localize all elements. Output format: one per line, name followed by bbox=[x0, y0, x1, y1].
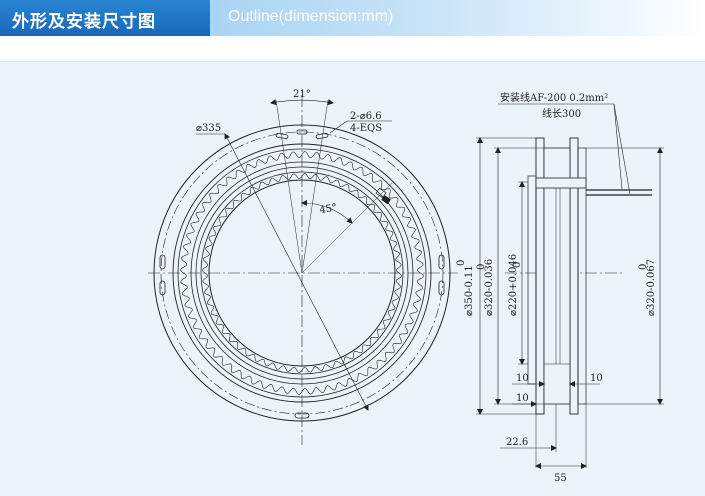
dim-350-label: ⌀350-0.11 bbox=[464, 265, 475, 316]
outer-flange-circle bbox=[153, 124, 451, 422]
wire-leader-1 bbox=[613, 103, 623, 190]
wire-spec-line1: 安装线AF-200 0.2mm² bbox=[500, 91, 608, 104]
dim-320a-tol-top: 0 bbox=[476, 264, 487, 270]
flange-slot-bottom bbox=[294, 412, 310, 419]
flange-slot-right-lower bbox=[438, 280, 445, 296]
header-title-english: Outline(dimension:mm) bbox=[228, 8, 394, 25]
angle-45-line bbox=[301, 182, 393, 274]
dim-10-left-upper-label: 10 bbox=[516, 373, 529, 384]
header-left-panel bbox=[0, 0, 210, 36]
header-title-chinese: 外形及安装尺寸图 bbox=[12, 12, 156, 32]
dia-335-leader bbox=[224, 133, 369, 411]
hole-spec-line1: 2-⌀6.6 bbox=[350, 111, 382, 122]
flange-slot-left bbox=[159, 254, 166, 270]
side-outer-step-right bbox=[577, 147, 587, 405]
hole-leader bbox=[329, 120, 348, 134]
angle-45-label: 45° bbox=[319, 202, 338, 216]
dim-220-label: ⌀220+0.046 bbox=[508, 254, 519, 316]
dim-55-label: 55 bbox=[554, 473, 567, 484]
dim-320a-label: ⌀320-0.036 bbox=[484, 259, 495, 316]
wire-leader-2 bbox=[613, 103, 631, 195]
flange-slot-right bbox=[438, 254, 445, 270]
wire-exit-boss bbox=[375, 187, 387, 199]
dim-22-6-label: 22.6 bbox=[506, 437, 528, 448]
side-core-body bbox=[543, 147, 571, 405]
dia-335-label: ⌀335 bbox=[196, 123, 221, 134]
side-view bbox=[476, 103, 664, 469]
flange-slot-left-lower bbox=[159, 280, 166, 296]
bolt-circle bbox=[160, 131, 444, 415]
header-divider bbox=[0, 61, 705, 62]
wire-spec-line2: 线长300 bbox=[542, 107, 581, 120]
dim-350-tol-top: 0 bbox=[456, 260, 467, 266]
header-right-panel bbox=[210, 0, 705, 36]
side-outer-step-left bbox=[527, 175, 537, 385]
wire-exit-boss-2 bbox=[381, 195, 391, 205]
header-bar: 外形及安装尺寸图 Outline(dimension:mm) bbox=[0, 0, 705, 36]
dim-320b-label: ⌀320-0.067 bbox=[646, 259, 657, 316]
side-wire-boss bbox=[535, 177, 587, 189]
angle-21-arc bbox=[270, 99, 334, 106]
dim-220-tol-bottom: 0 bbox=[512, 262, 523, 268]
dim-10-right-label: 10 bbox=[590, 373, 603, 384]
hole-spec-line2: 4-EQS bbox=[350, 123, 382, 134]
dim-10-left-lower-label: 10 bbox=[516, 393, 529, 404]
dim-320b-tol-top: 0 bbox=[638, 264, 649, 270]
front-view bbox=[148, 95, 458, 445]
angle-21-label: 21° bbox=[293, 89, 311, 100]
